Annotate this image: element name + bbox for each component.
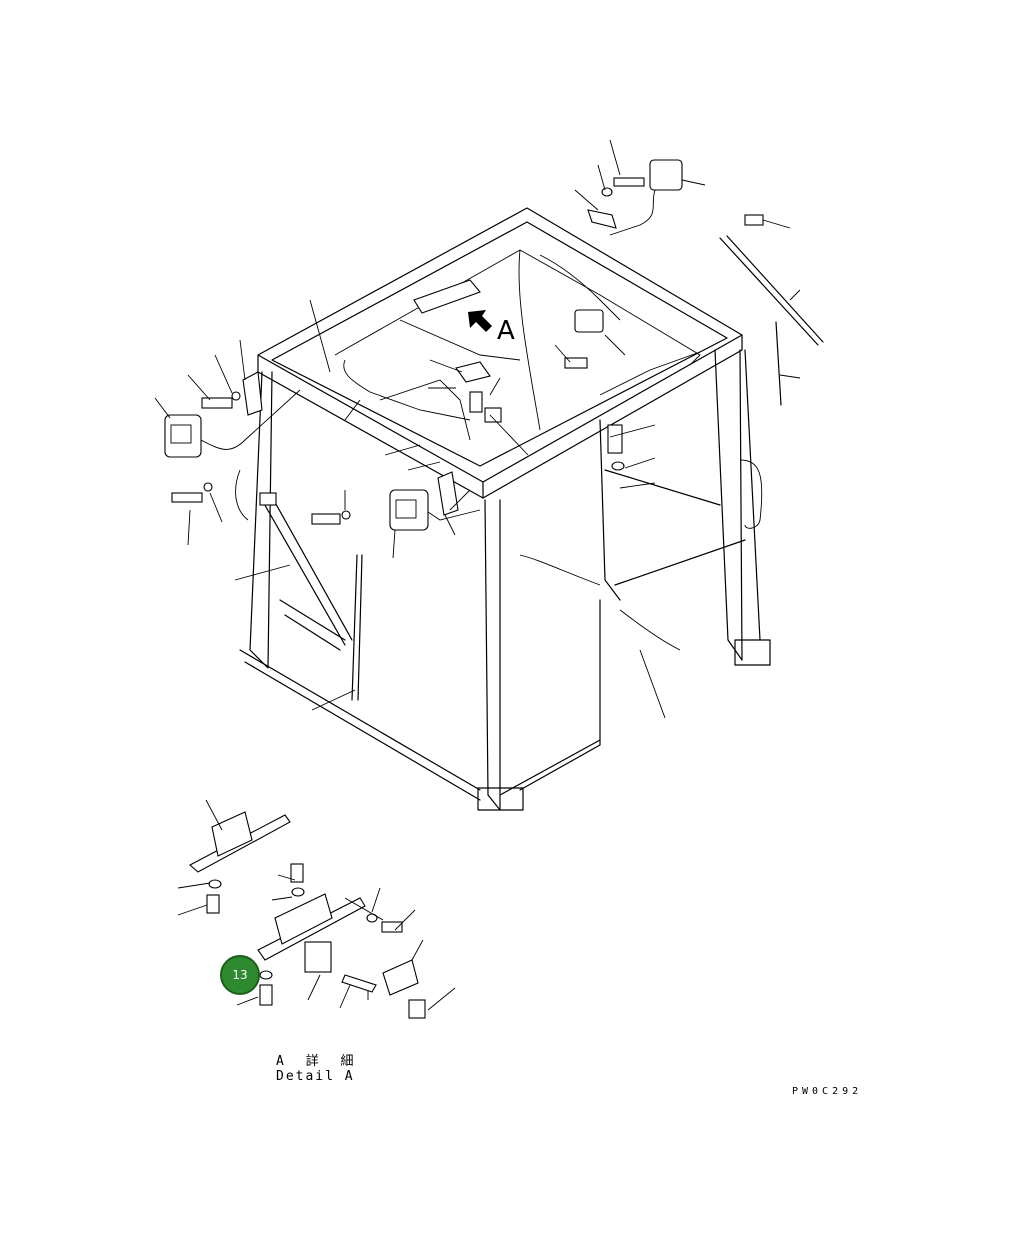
front-left-work-lamp — [164, 371, 301, 458]
detail-a-arrow — [468, 310, 492, 332]
part-callout-badge[interactable]: 13 — [220, 955, 260, 995]
left-wiper-assembly — [259, 492, 363, 701]
figure-code: PW0C292 — [792, 1086, 863, 1097]
leader-lines — [154, 139, 801, 719]
front-center-work-lamp — [171, 471, 481, 531]
detail-a-room-lamp-bracket — [177, 799, 456, 1019]
cab-frame — [235, 207, 771, 811]
detail-a-marker: A — [497, 316, 515, 346]
roof-work-lamp-right — [587, 159, 683, 236]
right-wiper-assembly — [719, 214, 824, 406]
roof-wiring-harness — [334, 249, 701, 431]
detail-caption-english: Detail A — [276, 1069, 355, 1084]
room-lamp-assembly — [379, 279, 681, 651]
detail-caption-japanese: A 詳 細 — [276, 1054, 361, 1069]
